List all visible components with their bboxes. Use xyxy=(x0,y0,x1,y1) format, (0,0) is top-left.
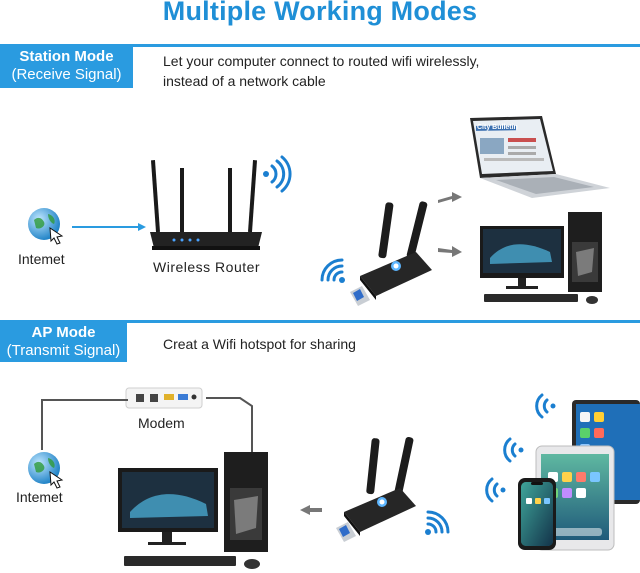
station-description-line1: Let your computer connect to routed wifi… xyxy=(163,53,480,69)
wifi-icon xyxy=(320,258,345,283)
page-title: Multiple Working Modes xyxy=(162,0,478,26)
station-mode-label: Station Mode xyxy=(19,48,114,65)
modem-image xyxy=(125,387,203,409)
arrow-right-icon xyxy=(438,246,462,257)
station-description-line2: instead of a network cable xyxy=(163,73,326,89)
ap-divider xyxy=(0,320,640,323)
station-mode-tag: Station Mode (Receive Signal) xyxy=(0,46,133,88)
laptop-image xyxy=(470,116,610,198)
ap-description: Creat a Wifi hotspot for sharing xyxy=(163,336,356,352)
arrow-right-icon xyxy=(438,192,462,203)
desktop-computer-image xyxy=(480,212,602,304)
desktop-computer-image xyxy=(118,452,268,569)
station-mode-sub: (Receive Signal) xyxy=(11,66,122,83)
ap-mode-label: AP Mode xyxy=(31,324,96,341)
wifi-icon xyxy=(535,393,556,419)
network-cable xyxy=(41,397,253,462)
wifi-icon xyxy=(485,477,506,503)
ap-internet-label: Intemet xyxy=(16,489,63,505)
router-image xyxy=(150,160,262,250)
globe-icon xyxy=(28,208,64,245)
router-label: Wireless Router xyxy=(153,259,261,275)
globe-icon xyxy=(28,452,64,489)
ap-mode-tag: AP Mode (Transmit Signal) xyxy=(0,322,127,362)
phone-image xyxy=(518,478,556,550)
wifi-icon xyxy=(503,437,524,463)
modem-label: Modem xyxy=(138,415,185,431)
wifi-icon xyxy=(425,510,450,535)
station-internet-label: Intemet xyxy=(18,251,65,267)
usb-adapter-image xyxy=(336,436,416,542)
usb-adapter-image xyxy=(350,201,432,306)
arrow-right-icon xyxy=(72,223,146,231)
wifi-icon xyxy=(263,155,292,193)
station-divider xyxy=(0,44,640,47)
ap-mode-sub: (Transmit Signal) xyxy=(6,342,121,359)
laptop-screen-text: City Bulletin xyxy=(477,124,518,131)
arrow-left-icon xyxy=(300,505,322,515)
station-description: Let your computer connect to routed wifi… xyxy=(163,51,479,91)
